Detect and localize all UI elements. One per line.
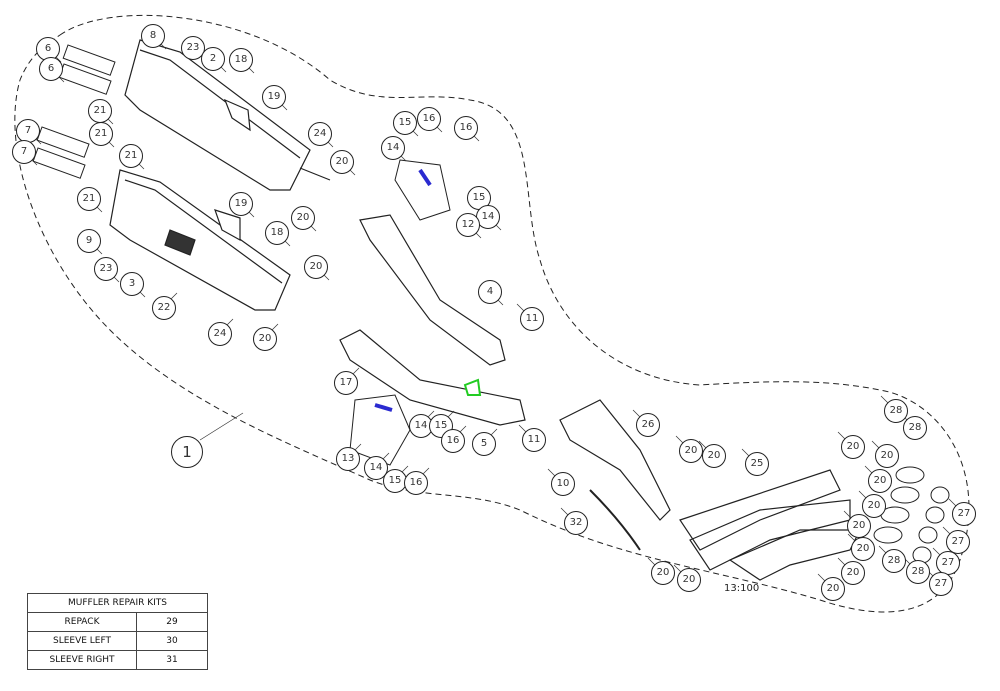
- end-caps: [32, 44, 116, 179]
- part-callout[interactable]: 20: [841, 561, 865, 585]
- part-callout[interactable]: 13: [336, 447, 360, 471]
- part-callout[interactable]: 17: [334, 371, 358, 395]
- part-callout[interactable]: 21: [89, 122, 113, 146]
- link-pipes: [339, 214, 861, 581]
- part-callout[interactable]: 27: [952, 502, 976, 526]
- assembly-callout[interactable]: 1: [171, 436, 203, 468]
- part-callout[interactable]: 15: [393, 111, 417, 135]
- part-callout[interactable]: 20: [702, 444, 726, 468]
- part-callout[interactable]: 16: [441, 429, 465, 453]
- lower-muffler: [109, 169, 291, 311]
- part-callout[interactable]: 16: [454, 116, 478, 140]
- part-callout[interactable]: 20: [875, 444, 899, 468]
- part-callout[interactable]: 15: [467, 186, 491, 210]
- part-callout[interactable]: 11: [522, 428, 546, 452]
- part-callout[interactable]: 28: [884, 399, 908, 423]
- part-callout[interactable]: 20: [291, 206, 315, 230]
- kit-name: SLEEVE LEFT: [27, 631, 137, 651]
- part-callout[interactable]: 6: [36, 37, 60, 61]
- part-callout[interactable]: 26: [636, 413, 660, 437]
- part-callout[interactable]: 10: [551, 472, 575, 496]
- part-callout[interactable]: 28: [903, 416, 927, 440]
- kit-name: REPACK: [27, 612, 137, 632]
- part-callout[interactable]: 20: [847, 514, 871, 538]
- kit-part: 30: [136, 631, 208, 651]
- part-callout[interactable]: 20: [679, 439, 703, 463]
- part-callout[interactable]: 18: [229, 48, 253, 72]
- scale-label: 13:100: [724, 583, 760, 594]
- upper-muffler: [124, 39, 331, 191]
- part-callout[interactable]: 5: [472, 432, 496, 456]
- table-title: MUFFLER REPAIR KITS: [27, 593, 208, 613]
- part-callout[interactable]: 27: [929, 572, 953, 596]
- part-callout[interactable]: 4: [478, 280, 502, 304]
- leader-line: [199, 412, 244, 441]
- part-callout[interactable]: 19: [229, 192, 253, 216]
- part-callout[interactable]: 20: [821, 577, 845, 601]
- part-callout[interactable]: 14: [381, 136, 405, 160]
- kit-part: 29: [136, 612, 208, 632]
- part-callout[interactable]: 6: [39, 57, 63, 81]
- part-callout[interactable]: 21: [119, 144, 143, 168]
- part-callout[interactable]: 3: [120, 272, 144, 296]
- part-callout[interactable]: 28: [906, 560, 930, 584]
- part-callout[interactable]: 20: [253, 327, 277, 351]
- part-callout[interactable]: 14: [364, 456, 388, 480]
- gaskets-flanges: [873, 466, 950, 564]
- kit-part: 31: [136, 650, 208, 670]
- part-callout[interactable]: 20: [851, 537, 875, 561]
- part-callout[interactable]: 20: [841, 435, 865, 459]
- part-callout[interactable]: 32: [564, 511, 588, 535]
- part-callout[interactable]: 16: [404, 471, 428, 495]
- part-callout[interactable]: 12: [456, 213, 480, 237]
- part-callout[interactable]: 21: [88, 99, 112, 123]
- part-callout[interactable]: 21: [77, 187, 101, 211]
- part-callout[interactable]: 23: [94, 257, 118, 281]
- part-callout[interactable]: 16: [417, 107, 441, 131]
- part-callout[interactable]: 9: [77, 229, 101, 253]
- part-callout[interactable]: 24: [308, 122, 332, 146]
- part-callout[interactable]: 7: [16, 119, 40, 143]
- part-callout[interactable]: 20: [651, 561, 675, 585]
- part-callout[interactable]: 18: [265, 221, 289, 245]
- part-callout[interactable]: 27: [946, 530, 970, 554]
- part-callout[interactable]: 24: [208, 322, 232, 346]
- part-callout[interactable]: 20: [862, 494, 886, 518]
- part-callout[interactable]: 7: [12, 140, 36, 164]
- part-callout[interactable]: 20: [330, 150, 354, 174]
- part-callout[interactable]: 8: [141, 24, 165, 48]
- part-callout[interactable]: 20: [677, 568, 701, 592]
- part-callout[interactable]: 19: [262, 85, 286, 109]
- part-callout[interactable]: 22: [152, 296, 176, 320]
- heat-shields: [349, 159, 482, 466]
- kit-name: SLEEVE RIGHT: [27, 650, 137, 670]
- part-callout[interactable]: 28: [882, 549, 906, 573]
- part-callout[interactable]: 20: [868, 469, 892, 493]
- part-callout[interactable]: 2: [201, 47, 225, 71]
- part-callout[interactable]: 25: [745, 452, 769, 476]
- part-callout[interactable]: 11: [520, 307, 544, 331]
- part-callout[interactable]: 20: [304, 255, 328, 279]
